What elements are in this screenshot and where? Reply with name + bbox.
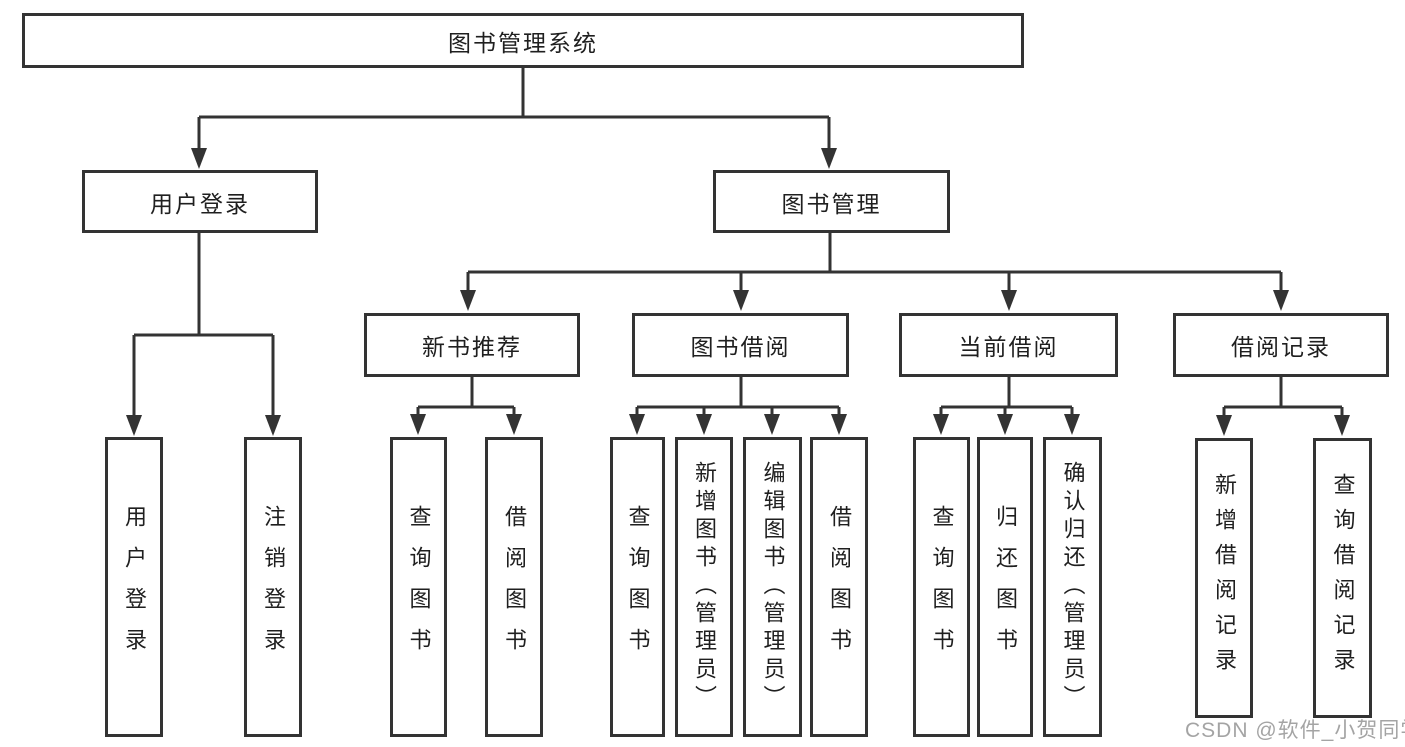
csdn-watermark: CSDN @软件_小贺同学: [1185, 719, 1405, 742]
leaf-borrow-borrow-books-label: 借阅图书: [827, 505, 852, 669]
leaf-add-borrow-record: 新增借阅记录: [1195, 438, 1253, 718]
leaf-borrow-query-books: 查询图书: [610, 437, 665, 737]
leaf-recommend-borrow-books: 借阅图书: [485, 437, 543, 737]
node-root-label: 图书管理系统: [448, 29, 598, 56]
leaf-user-login-label: 用户登录: [122, 505, 147, 669]
leaf-return-books: 归还图书: [977, 437, 1033, 737]
leaf-current-query-books: 查询图书: [913, 437, 970, 737]
leaf-current-query-books-label: 查询图书: [929, 505, 955, 669]
arrowheads: [126, 148, 1350, 436]
leaf-borrow-query-books-label: 查询图书: [625, 505, 651, 669]
leaf-borrow-borrow-books: 借阅图书: [810, 437, 868, 737]
leaf-recommend-query-books: 查询图书: [390, 437, 447, 737]
leaf-add-borrow-record-label: 新增借阅记录: [1212, 473, 1237, 683]
node-root: 图书管理系统: [22, 13, 1024, 68]
leaf-add-books-admin: 新增图书（管理员）: [675, 437, 733, 737]
leaf-logout-label: 注销登录: [261, 505, 286, 669]
node-borrow-records: 借阅记录: [1173, 313, 1389, 377]
leaf-confirm-return-admin: 确认归还（管理员）: [1043, 437, 1102, 737]
leaf-user-login: 用户登录: [105, 437, 163, 737]
leaf-recommend-query-books-label: 查询图书: [406, 505, 432, 669]
node-book-borrow-label: 图书借阅: [690, 334, 791, 360]
node-new-book-recommend: 新书推荐: [364, 313, 580, 377]
leaf-recommend-borrow-books-label: 借阅图书: [502, 505, 527, 669]
leaf-edit-books-admin: 编辑图书（管理员）: [743, 437, 802, 737]
node-user-login-label: 用户登录: [150, 190, 250, 217]
leaf-add-books-admin-label: 新增图书（管理员）: [692, 461, 717, 713]
node-book-management: 图书管理: [713, 170, 950, 233]
leaf-confirm-return-admin-label: 确认归还（管理员）: [1060, 461, 1086, 713]
node-current-borrow: 当前借阅: [899, 313, 1118, 377]
node-user-login: 用户登录: [82, 170, 318, 233]
leaf-edit-books-admin-label: 编辑图书（管理员）: [760, 461, 786, 713]
node-book-management-label: 图书管理: [781, 190, 882, 217]
leaf-query-borrow-record-label: 查询借阅记录: [1330, 473, 1356, 683]
node-borrow-records-label: 借阅记录: [1231, 334, 1331, 360]
leaf-return-books-label: 归还图书: [993, 505, 1018, 669]
node-new-book-recommend-label: 新书推荐: [422, 334, 522, 360]
node-book-borrow: 图书借阅: [632, 313, 849, 377]
leaf-logout: 注销登录: [244, 437, 302, 737]
node-current-borrow-label: 当前借阅: [958, 334, 1059, 360]
leaf-query-borrow-record: 查询借阅记录: [1313, 438, 1372, 718]
